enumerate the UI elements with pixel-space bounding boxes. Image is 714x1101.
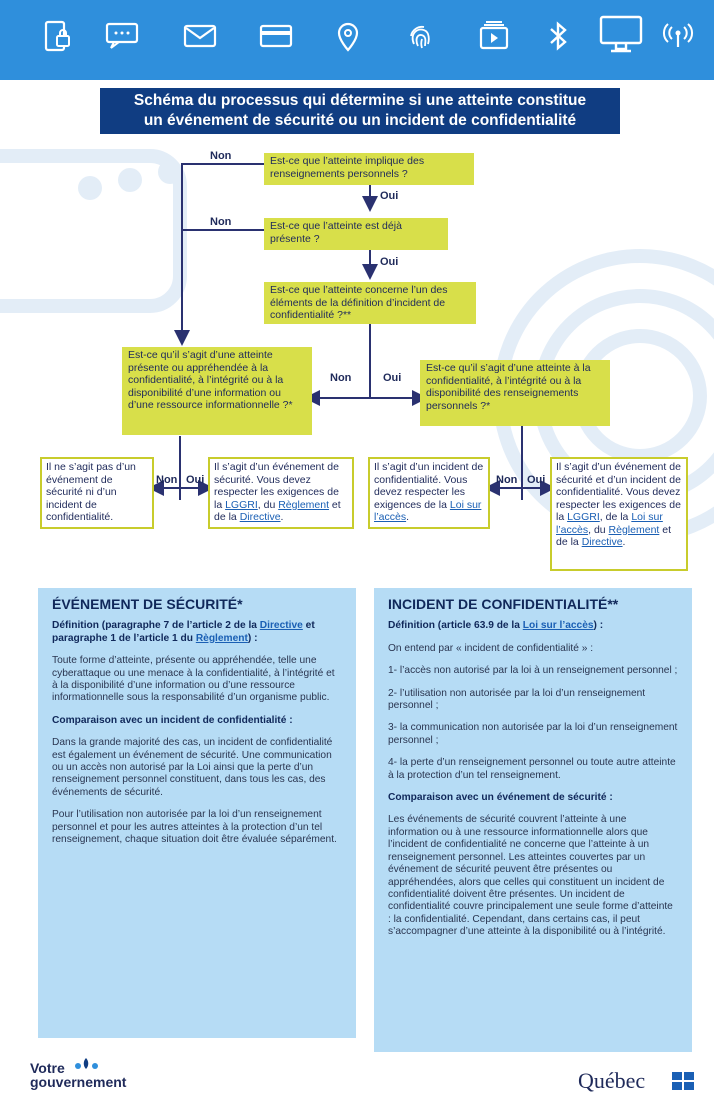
link-loi-acces[interactable]: Loi sur l’accès (374, 498, 482, 524)
logo-mark-icon (75, 1058, 98, 1069)
mail-icon (183, 24, 217, 48)
result-security-event-text: Il s’agit d’un événement de sécurité. Vo… (214, 461, 339, 511)
link-directive[interactable]: Directive (239, 511, 281, 523)
label-non-5: Non (496, 474, 518, 486)
label-non-1: Non (210, 150, 232, 162)
def-text: ) : (593, 620, 604, 632)
question-security-attack: Est-ce qu’il s’agit d’une atteinte prése… (122, 347, 312, 435)
link-directive-2[interactable]: Directive (581, 536, 623, 548)
quebec-wordmark: Québec (578, 1068, 646, 1093)
link-directive-def[interactable]: Directive (259, 620, 303, 632)
page-title: Schéma du processus qui détermine si une… (100, 88, 620, 134)
privacy-incident-definition-heading: Définition (article 63.9 de la Loi sur l… (388, 620, 678, 632)
def-text: Définition (paragraphe 7 de l’article 2 … (52, 620, 260, 632)
result-security-event: Il s’agit d’un événement de sécurité. Vo… (208, 457, 354, 529)
link-reglement[interactable]: Règlement (278, 498, 329, 511)
privacy-incident-title: INCIDENT DE CONFIDENTIALITÉ** (388, 596, 619, 612)
privacy-incident-item-3: 3- la communication non autorisée par la… (388, 722, 678, 746)
security-event-panel: ÉVÉNEMENT DE SÉCURITÉ* Définition (parag… (38, 588, 356, 1038)
link-loi-acces-2[interactable]: Loi sur l’accès (556, 511, 663, 536)
security-event-title: ÉVÉNEMENT DE SÉCURITÉ* (52, 596, 243, 612)
result-text-sep: , du (257, 498, 279, 511)
label-oui-3: Oui (383, 372, 402, 384)
label-non-3: Non (330, 372, 352, 384)
chat-icon (105, 22, 139, 49)
title-line-1: Schéma du processus qui détermine si une… (133, 92, 587, 109)
question-personal-info-attack: Est-ce qu’il s’agit d’une atteinte à la … (420, 360, 610, 426)
result-privacy-incident-text: Il s’agit d’un incident de confidentiali… (374, 461, 484, 511)
result-text-end: . (406, 511, 410, 523)
privacy-incident-item-4: 4- la perte d’un renseignement personnel… (388, 757, 676, 781)
result-text-sep: , de la (599, 511, 632, 523)
result-text-sep: et de la (556, 523, 672, 549)
media-device-icon (479, 21, 509, 50)
label-oui-5: Oui (527, 474, 546, 486)
result-both-text: Il s’agit d’un événement de sécurité et … (556, 461, 681, 523)
security-event-comparison-1: Dans la grande majorité des cas, un inci… (52, 737, 333, 798)
privacy-incident-panel: INCIDENT DE CONFIDENTIALITÉ** Définition… (374, 588, 692, 1052)
security-event-comparison-2: Pour l’utilisation non autorisée par la … (52, 809, 337, 846)
title-line-2: un événement de sécurité ou un incident … (143, 112, 577, 129)
label-oui-4: Oui (186, 474, 205, 486)
privacy-incident-comparison-heading: Comparaison avec un événement de sécurit… (388, 792, 613, 804)
icon-banner (0, 0, 714, 80)
label-oui-1: Oui (380, 190, 399, 202)
privacy-incident-comparison: Les événements de sécurité couvrent l’at… (388, 814, 673, 938)
label-oui-2: Oui (380, 256, 399, 268)
credit-card-icon (259, 24, 293, 48)
link-lggri-2[interactable]: LGGRI (567, 511, 600, 523)
result-privacy-incident: Il s’agit d’un incident de confidentiali… (368, 457, 490, 529)
question-already-present: Est-ce que l’atteinte est déjà présente … (264, 218, 448, 250)
location-pin-icon (337, 22, 359, 52)
label-non-2: Non (210, 216, 232, 228)
link-loi-acces-def[interactable]: Loi sur l’accès (522, 620, 594, 632)
security-event-definition-heading: Définition (paragraphe 7 de l’article 2 … (52, 620, 342, 645)
def-text: Définition (article 63.9 de la (388, 620, 523, 632)
fingerprint-icon (410, 25, 430, 49)
link-reglement-2[interactable]: Règlement (608, 523, 660, 536)
quebec-flag-icon (672, 1072, 694, 1090)
result-text-end: . (622, 536, 626, 548)
result-text-sep: , du (588, 523, 609, 536)
question-incident-definition: Est-ce que l’atteinte concerne l’un des … (264, 282, 476, 324)
def-text: ) : (247, 632, 258, 644)
privacy-incident-item-1: 1- l’accès non autorisé par la loi à un … (388, 665, 678, 677)
result-not-security-event: Il ne s’agit pas d’un événement de sécur… (40, 457, 154, 529)
privacy-incident-intro: On entend par « incident de confidential… (388, 642, 594, 654)
wireless-signal-icon (662, 23, 694, 47)
privacy-incident-item-2: 2- l’utilisation non autorisée par la lo… (388, 687, 646, 712)
link-lggri[interactable]: LGGRI (225, 498, 258, 511)
link-reglement-def[interactable]: Règlement (195, 632, 248, 644)
security-event-definition: Toute forme d’atteinte, présente ou appr… (52, 655, 335, 704)
def-text: et paragraphe 1 de l’article 1 du (52, 620, 315, 644)
result-both: Il s’agit d’un événement de sécurité et … (550, 457, 688, 571)
logo-line-2: gouvernement (30, 1074, 127, 1090)
result-text-end: . (280, 511, 284, 523)
quebec-logo: Québec (578, 1068, 694, 1094)
logo-line-1: Votre (30, 1060, 65, 1076)
question-personal-info: Est-ce que l’atteinte implique des rense… (264, 153, 474, 185)
monitor-icon (599, 15, 643, 53)
result-text-sep: et de la (214, 498, 341, 524)
security-event-comparison-heading: Comparaison avec un incident de confiden… (52, 714, 293, 726)
tablet-lock-icon (44, 20, 70, 52)
bluetooth-icon (550, 21, 567, 51)
flowchart-connectors (148, 163, 556, 500)
votre-gouvernement-logo: Votre gouvernement (30, 1058, 127, 1090)
label-non-4: Non (156, 474, 178, 486)
